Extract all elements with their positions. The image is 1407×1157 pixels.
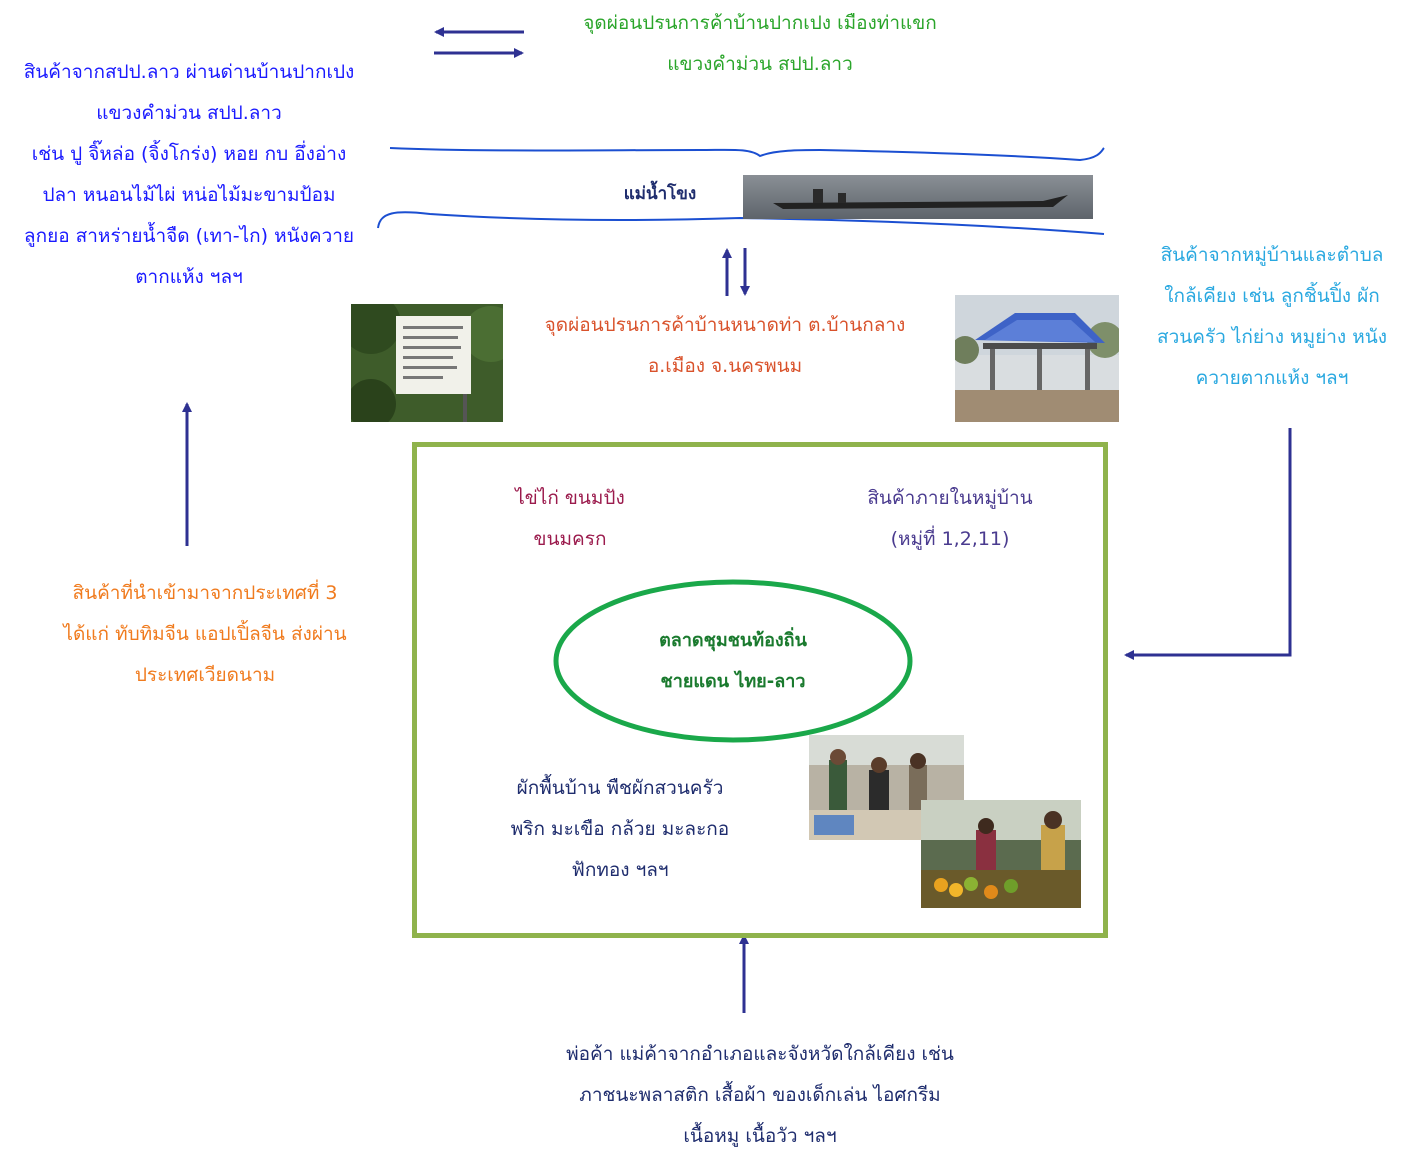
- boat-photo: [743, 175, 1093, 219]
- pavilion-photo: [955, 295, 1119, 422]
- river-bank-top: [389, 147, 1105, 162]
- market-photo-2: [921, 800, 1081, 908]
- sign-photo: [351, 304, 503, 422]
- lao-goods-text: สินค้าจากสปป.ลาว ผ่านด่านบ้านปากเปง แขวง…: [23, 61, 355, 288]
- lao-checkpoint-text: จุดผ่อนปรนการค้าบ้านปากเปง เมืองท่าแขก แ…: [583, 12, 937, 75]
- village-goods-text: สินค้าภายในหมู่บ้าน (หมู่ที่ 1,2,11): [867, 487, 1033, 550]
- traders-text: พ่อค้า แม่ค้าจากอำเภอและจังหวัดใกล้เคียง…: [566, 1043, 954, 1147]
- river-bank-bottom: [377, 211, 1105, 235]
- bidirectional-arrow-top: [434, 27, 524, 58]
- market-photo-1: [809, 735, 964, 840]
- river-label: แม่น้ำโขง: [623, 184, 697, 204]
- market-ellipse: [553, 579, 913, 743]
- nearby-goods-text: สินค้าจากหมู่บ้านและตำบล ใกล้เคียง เช่น …: [1156, 244, 1387, 389]
- bidirectional-arrow-river: [722, 248, 750, 296]
- vegetables-text: ผักพื้นบ้าน พืชผักสวนครัว พริก มะเขือ กล…: [510, 777, 730, 881]
- eggs-bread-text: ไข่ไก่ ขนมปัง ขนมครก: [515, 487, 625, 550]
- market-center-text: ตลาดชุมชนท้องถิ่น ชายแดน ไทย-ลาว: [659, 630, 807, 692]
- market-box: [412, 442, 1108, 938]
- third-country-text: สินค้าที่นำเข้ามาจากประเทศที่ 3 ได้แก่ ท…: [63, 582, 347, 686]
- arrow-elbow-right: [1124, 428, 1292, 660]
- thai-checkpoint-text: จุดผ่อนปรนการค้าบ้านหนาดท่า ต.บ้านกลาง อ…: [544, 314, 906, 377]
